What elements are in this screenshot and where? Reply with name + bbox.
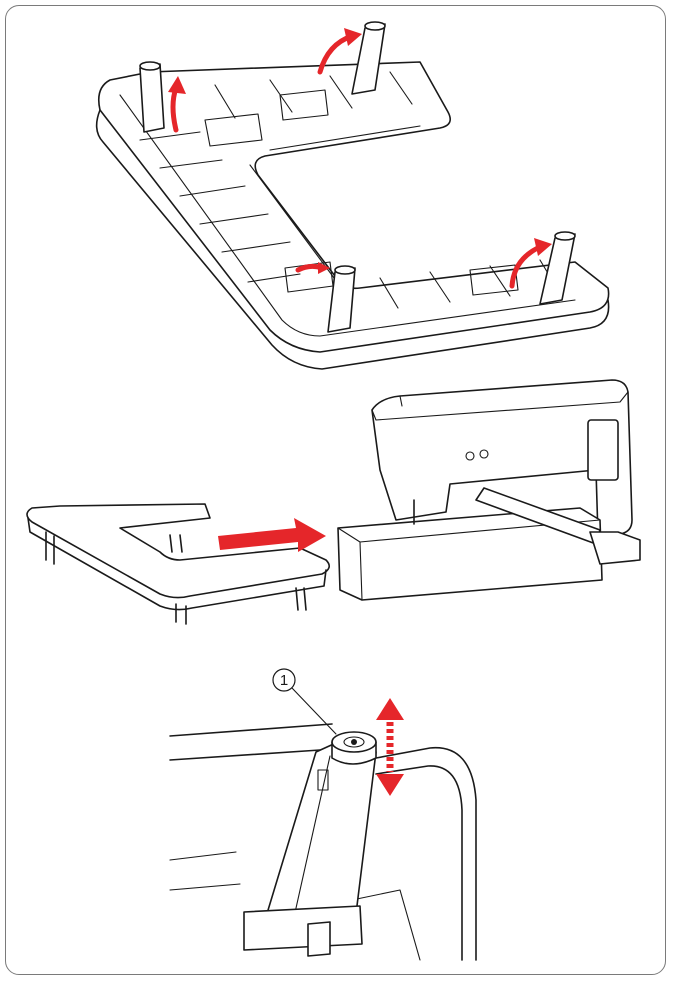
extension-table-top: [26, 503, 330, 599]
table-leg-front-left: [139, 61, 165, 133]
callout-1: 1: [272, 668, 337, 735]
table-attach-view: [26, 379, 641, 625]
table-leg-foot: [243, 905, 363, 957]
height-adjust-knob: [331, 731, 377, 765]
table-rim-thickness: [95, 109, 610, 370]
extension-table-legs: [45, 531, 307, 625]
table-outer-rim: [97, 61, 610, 353]
table-floor: [169, 851, 421, 961]
table-leg-back-left: [351, 21, 386, 95]
table-wall-right: [375, 747, 477, 961]
table-wall-right-inner: [375, 765, 463, 961]
table-leg-front-right: [539, 231, 576, 305]
height-adjust-arrow: [376, 698, 404, 796]
callout-1-label: 1: [280, 672, 288, 689]
table-ribs: [139, 71, 559, 309]
push-arrow: [218, 518, 326, 552]
table-underside-view: [95, 21, 610, 370]
leg-adjust-detail: 1: [169, 668, 477, 961]
table-leg-back-right: [327, 265, 356, 333]
table-wall-top: [169, 723, 333, 761]
sewing-machine: [337, 379, 641, 601]
